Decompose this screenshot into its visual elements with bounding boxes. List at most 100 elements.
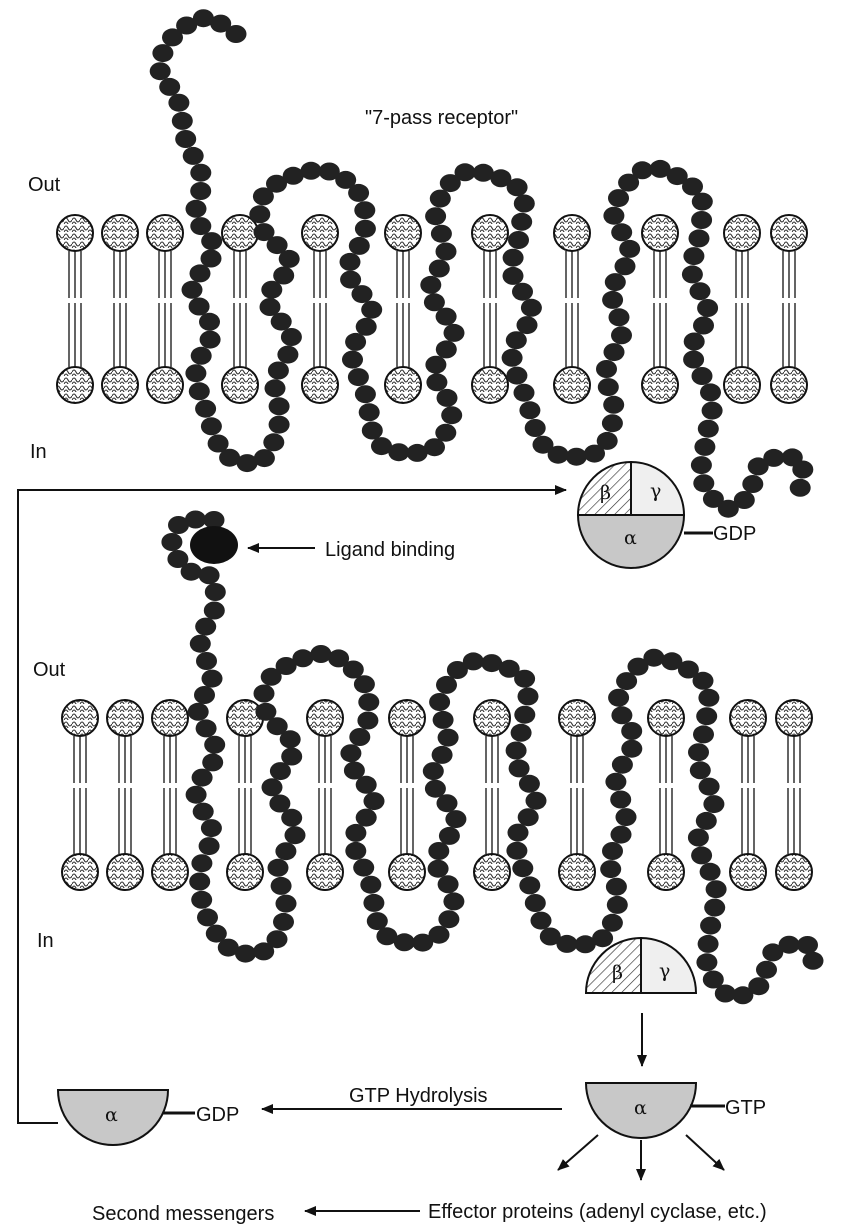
receptor-chain-top	[150, 9, 814, 518]
amino-acid-bead	[756, 961, 777, 979]
lipid-head-inner	[730, 854, 766, 890]
amino-acid-bead	[611, 223, 632, 241]
gdp-label-bottom: GDP	[196, 1104, 239, 1126]
amino-acid-bead	[514, 670, 535, 688]
lipid-molecule	[302, 215, 338, 403]
amino-acid-bead	[600, 860, 621, 878]
lipid-head-inner	[147, 367, 183, 403]
lipid-head-outer	[62, 700, 98, 736]
amino-acid-bead	[354, 201, 375, 219]
amino-acid-bead	[192, 769, 213, 787]
lipid-molecule	[724, 215, 760, 403]
amino-acid-bead	[425, 780, 446, 798]
amino-acid-bead	[602, 914, 623, 932]
amino-acid-bead	[690, 761, 711, 779]
lipid-head-inner	[57, 367, 93, 403]
amino-acid-bead	[436, 243, 457, 261]
amino-acid-bead	[254, 223, 275, 241]
amino-acid-bead	[425, 207, 446, 225]
lipid-molecule	[107, 700, 143, 890]
amino-acid-bead	[607, 896, 628, 914]
amino-acid-bead	[512, 283, 533, 301]
lipid-head-inner	[771, 367, 807, 403]
lipid-head-outer	[776, 700, 812, 736]
amino-acid-bead	[519, 775, 540, 793]
lipid-head-inner	[385, 367, 421, 403]
amino-acid-bead	[438, 875, 459, 893]
amino-acid-bead	[425, 356, 446, 374]
amino-acid-bead	[188, 703, 209, 721]
amino-acid-bead	[734, 491, 755, 509]
amino-acid-bead	[355, 385, 376, 403]
lipid-head-outer	[307, 700, 343, 736]
lipid-head-outer	[771, 215, 807, 251]
amino-acid-bead	[506, 842, 527, 860]
amino-acid-bead	[608, 689, 629, 707]
ligand-binding-label: Ligand binding	[325, 539, 455, 561]
amino-acid-bead	[704, 899, 725, 917]
amino-acid-bead	[200, 331, 221, 349]
amino-acid-bead	[356, 809, 377, 827]
amino-acid-bead	[603, 396, 624, 414]
amino-acid-bead	[175, 130, 196, 148]
amino-acid-bead	[615, 257, 636, 275]
amino-acid-bead	[196, 652, 217, 670]
lipid-head-outer	[474, 700, 510, 736]
amino-acid-bead	[612, 756, 633, 774]
amino-acid-bead	[605, 273, 626, 291]
amino-acid-bead	[262, 778, 283, 796]
amino-acid-bead	[360, 876, 381, 894]
amino-acid-bead	[609, 308, 630, 326]
lipid-head-inner	[102, 367, 138, 403]
amino-acid-bead	[508, 231, 529, 249]
gamma-label-top: γ	[650, 480, 661, 502]
amino-acid-bead	[696, 953, 717, 971]
amino-acid-bead	[202, 670, 223, 688]
lipid-molecule	[307, 700, 343, 890]
amino-acid-bead	[435, 424, 456, 442]
amino-acid-bead	[190, 264, 211, 282]
amino-acid-bead	[281, 328, 302, 346]
amino-acid-bead	[556, 935, 577, 953]
amino-acid-bead	[355, 220, 376, 238]
lipid-head-inner	[474, 854, 510, 890]
amino-acid-bead	[194, 686, 215, 704]
alpha-label-gdp: α	[105, 1104, 118, 1126]
amino-acid-bead	[353, 859, 374, 877]
lipid-head-outer	[147, 215, 183, 251]
amino-acid-bead	[354, 675, 375, 693]
amino-acid-bead	[195, 618, 216, 636]
amino-acid-bead	[423, 762, 444, 780]
amino-acid-bead	[265, 379, 286, 397]
amino-acid-bead	[438, 910, 459, 928]
amino-acid-bead	[696, 812, 717, 830]
amino-acid-bead	[444, 324, 465, 342]
amino-acid-bead	[348, 368, 369, 386]
lipid-head-inner	[152, 854, 188, 890]
amino-acid-bead	[348, 184, 369, 202]
amino-acid-bead	[202, 753, 223, 771]
amino-acid-bead	[429, 926, 450, 944]
amino-acid-bead	[688, 829, 709, 847]
amino-acid-bead	[445, 810, 466, 828]
amino-acid-bead	[196, 719, 217, 737]
amino-acid-bead	[698, 935, 719, 953]
lipid-head-outer	[57, 215, 93, 251]
amino-acid-bead	[436, 340, 457, 358]
amino-acid-bead	[603, 207, 624, 225]
amino-acid-bead	[691, 456, 712, 474]
lipid-head-inner	[389, 854, 425, 890]
effector-label: Effector proteins (adenyl cyclase, etc.)	[428, 1201, 767, 1223]
amino-acid-bead	[268, 859, 289, 877]
lipid-molecule	[771, 215, 807, 403]
amino-acid-bead	[531, 912, 552, 930]
amino-acid-bead	[597, 432, 618, 450]
amino-acid-bead	[254, 449, 275, 467]
lipid-molecule	[57, 215, 93, 403]
amino-acid-bead	[352, 285, 373, 303]
amino-acid-bead	[361, 301, 382, 319]
amino-acid-bead	[692, 193, 713, 211]
amino-acid-bead	[191, 347, 212, 365]
amino-acid-bead	[616, 808, 637, 826]
amino-acid-bead	[204, 736, 225, 754]
